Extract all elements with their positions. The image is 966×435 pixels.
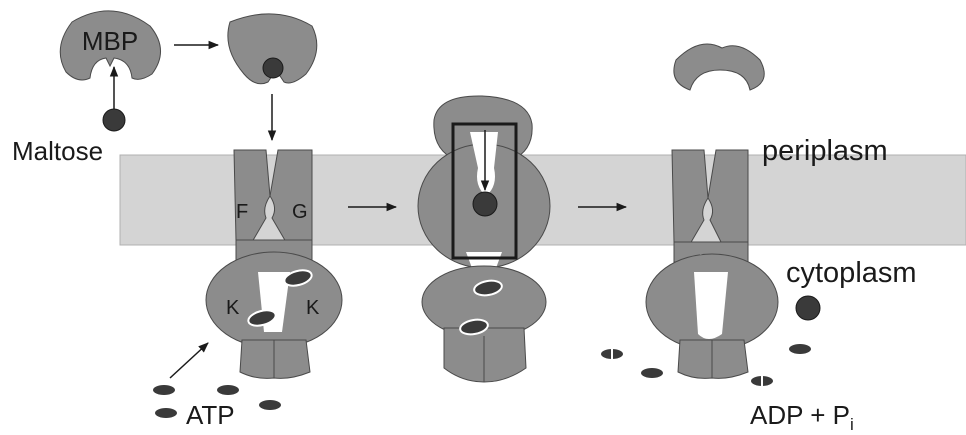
k-subunit-left-label: K [226, 297, 240, 319]
g-subunit-label: G [292, 201, 308, 223]
pi-subscript: i [850, 415, 854, 434]
adp-pi-label: ADP + Pi [750, 400, 854, 434]
periplasm-label: periplasm [762, 135, 888, 167]
cytoplasm-label: cytoplasm [786, 257, 917, 289]
atp-binding-arrow [170, 343, 208, 378]
mbp-label: MBP [82, 26, 138, 56]
transporter-outward [418, 96, 550, 382]
atp-label: ATP [186, 400, 235, 430]
k-subunit-right-label: K [306, 297, 320, 319]
f-subunit-label: F [236, 201, 248, 223]
bound-maltose [473, 192, 497, 216]
released-maltose [796, 296, 820, 320]
maltose-label: Maltose [12, 136, 103, 166]
maltose-molecule [103, 109, 125, 131]
mbp-closed-with-maltose [228, 14, 317, 84]
mbp-released [674, 44, 764, 90]
